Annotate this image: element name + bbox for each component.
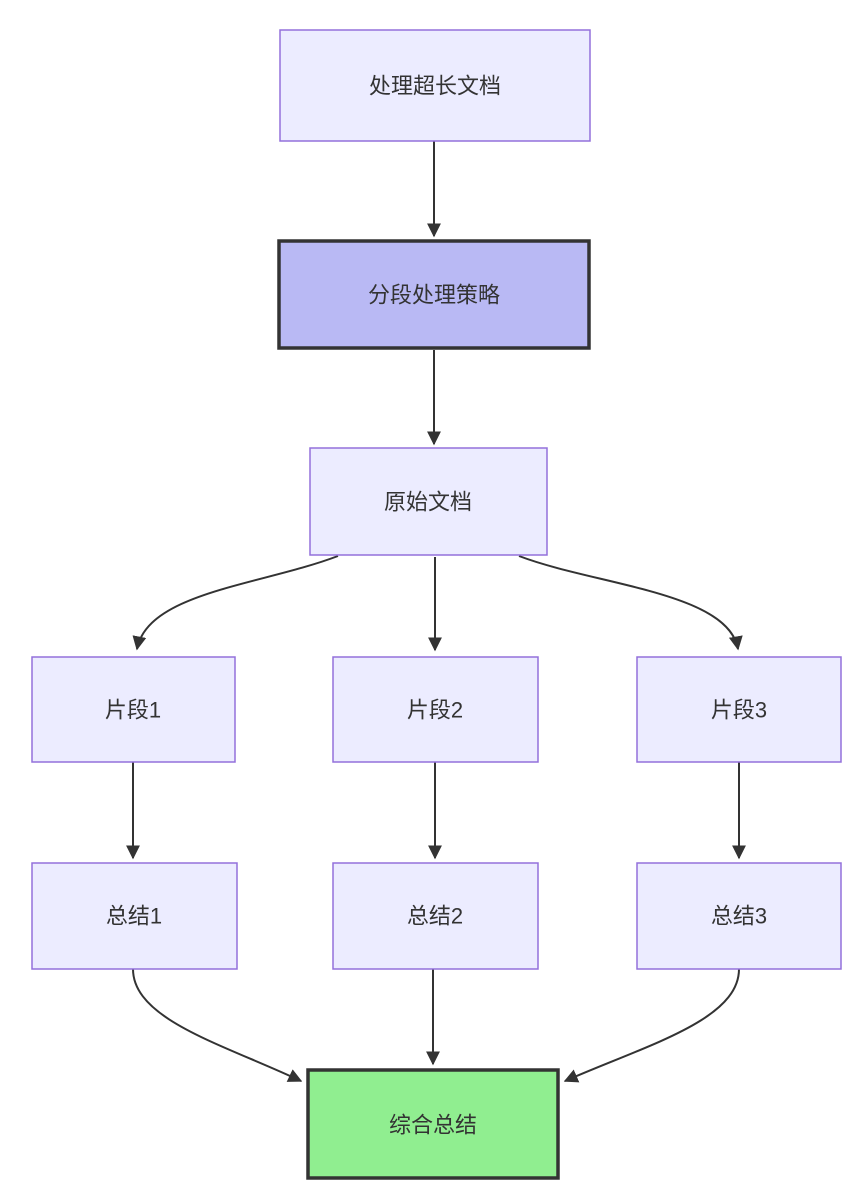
node-layer: 处理超长文档 分段处理策略 原始文档 片段1 片段2 片段3: [31, 29, 842, 1180]
node-fragment-1: 片段1: [31, 656, 236, 763]
node-fragment-3-box: [636, 656, 842, 763]
node-segmentation-strategy: 分段处理策略: [277, 239, 591, 350]
node-summary-1: 总结1: [31, 862, 238, 970]
node-segmentation-strategy-label: 分段处理策略: [368, 283, 500, 308]
node-combined-summary-label: 综合总结: [389, 1113, 477, 1138]
node-fragment-2-box: [332, 656, 539, 763]
node-handle-long-document-label: 处理超长文档: [369, 74, 501, 99]
node-fragment-2-label: 片段2: [407, 698, 463, 723]
node-summary-2-label: 总结2: [407, 904, 463, 929]
node-combined-summary: 综合总结: [306, 1068, 560, 1180]
node-summary-3-label: 总结3: [711, 904, 767, 929]
node-fragment-1-label: 片段1: [105, 698, 161, 723]
edge-layer: [126, 141, 746, 1083]
node-summary-1-label: 总结1: [106, 904, 162, 929]
node-summary-3: 总结3: [636, 862, 842, 970]
node-summary-2-box: [332, 862, 539, 970]
node-fragment-3: 片段3: [636, 656, 842, 763]
node-fragment-3-label: 片段3: [711, 698, 767, 723]
node-fragment-1-box: [31, 656, 236, 763]
node-original-document-box: [309, 447, 548, 556]
node-original-document-label: 原始文档: [384, 490, 472, 515]
edge-summary-1-to-combined: [132, 968, 303, 1082]
node-original-document: 原始文档: [309, 447, 548, 556]
edge-original-to-fragment-1: [132, 555, 339, 651]
node-handle-long-document: 处理超长文档: [279, 29, 591, 142]
node-summary-3-box: [636, 862, 842, 970]
edge-original-to-fragment-3: [518, 555, 743, 651]
edge-summary-3-to-combined: [563, 968, 740, 1083]
node-summary-2: 总结2: [332, 862, 539, 970]
node-fragment-2: 片段2: [332, 656, 539, 763]
node-segmentation-strategy-box: [277, 239, 591, 350]
node-handle-long-document-box: [279, 29, 591, 142]
node-combined-summary-box: [306, 1068, 560, 1180]
node-summary-1-box: [31, 862, 238, 970]
